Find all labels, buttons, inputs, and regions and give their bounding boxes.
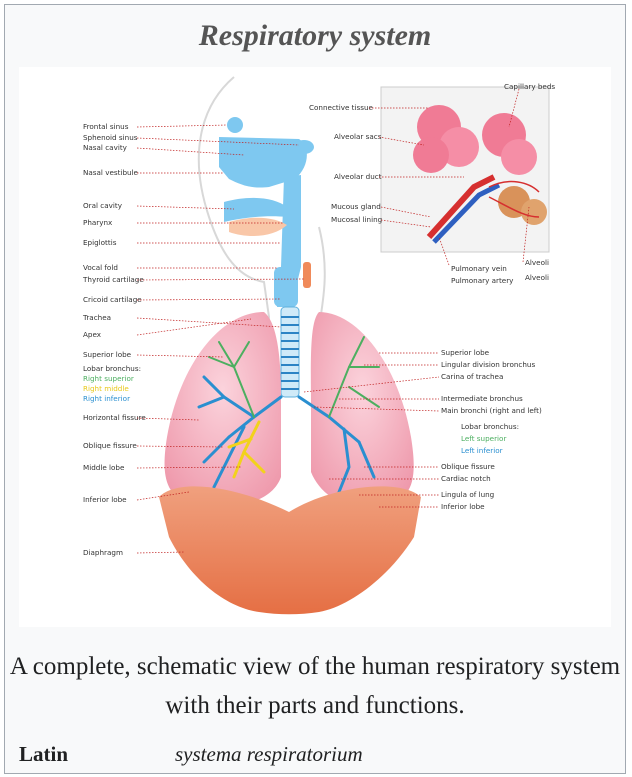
label-mucous-gland: Mucous gland: [331, 202, 381, 211]
label-inferior-lobe: Inferior lobe: [83, 495, 127, 504]
label-pulmonary-artery: Pulmonary artery: [451, 276, 514, 285]
sphenoid-sinus: [294, 140, 314, 154]
label-oblique-fissure-left: Oblique fissure: [441, 462, 495, 471]
diagram-svg: Frontal sinus Sphenoid sinus Nasal cavit…: [19, 67, 611, 627]
label-alveolar-duct: Alveolar duct: [334, 172, 382, 181]
right-label-group: Superior lobe Lingular division bronchus…: [441, 348, 542, 511]
label-inferior-lobe-left: Inferior lobe: [441, 502, 485, 511]
label-frontal-sinus: Frontal sinus: [83, 122, 129, 131]
label-superior-lobe: Superior lobe: [83, 350, 132, 359]
label-diaphragm: Diaphragm: [83, 548, 123, 557]
label-cardiac-notch: Cardiac notch: [441, 474, 491, 483]
figure-caption: A complete, schematic view of the human …: [5, 647, 625, 725]
label-right-superior: Right superior: [83, 374, 134, 383]
neck-outline: [319, 227, 325, 327]
label-alveoli-2: Alveoli: [525, 273, 549, 282]
label-trachea: Trachea: [82, 313, 111, 322]
label-superior-lobe-left: Superior lobe: [441, 348, 490, 357]
latin-row: Latin systema respiratorium: [19, 736, 619, 770]
tongue: [229, 218, 287, 236]
label-left-inferior: Left inferior: [461, 446, 503, 455]
infobox: Respiratory system: [4, 4, 626, 774]
label-lobar-bronchus-left: Lobar bronchus:: [461, 422, 519, 431]
label-lingular-division: Lingular division bronchus: [441, 360, 535, 369]
label-right-middle: Right middle: [83, 384, 129, 393]
label-left-superior: Left superior: [461, 434, 506, 443]
label-mucosal-lining: Mucosal lining: [331, 215, 382, 224]
label-right-inferior: Right inferior: [83, 394, 130, 403]
respiratory-diagram[interactable]: Frontal sinus Sphenoid sinus Nasal cavit…: [19, 67, 611, 627]
latin-value: systema respiratorium: [175, 742, 363, 767]
diaphragm: [159, 486, 421, 614]
label-middle-lobe: Middle lobe: [83, 463, 125, 472]
label-nasal-vestibule: Nasal vestibule: [83, 168, 139, 177]
label-lobar-bronchus: Lobar bronchus:: [83, 364, 141, 373]
label-carina: Carina of trachea: [441, 372, 503, 381]
label-pulmonary-vein: Pulmonary vein: [451, 264, 507, 273]
left-label-group: Frontal sinus Sphenoid sinus Nasal cavit…: [82, 122, 146, 557]
label-lingula: Lingula of lung: [441, 490, 494, 499]
infobox-title: Respiratory system: [5, 19, 625, 53]
trachea: [281, 307, 299, 397]
label-main-bronchi: Main bronchi (right and left): [441, 406, 542, 415]
label-pharynx: Pharynx: [83, 218, 113, 227]
label-apex: Apex: [83, 330, 102, 339]
label-horizontal-fissure: Horizontal fissure: [83, 413, 146, 422]
label-cricoid-cartilage: Cricoid cartilage: [83, 295, 142, 304]
label-oral-cavity: Oral cavity: [83, 201, 123, 210]
label-nasal-cavity: Nasal cavity: [83, 143, 128, 152]
label-vocal-fold: Vocal fold: [83, 263, 118, 272]
label-intermediate-bronchus: Intermediate bronchus: [441, 394, 523, 403]
thyroid-accent: [303, 262, 311, 288]
label-capillary-beds: Capillary beds: [504, 82, 555, 91]
label-epiglottis: Epiglottis: [83, 238, 117, 247]
label-oblique-fissure: Oblique fissure: [83, 441, 137, 450]
frontal-sinus: [227, 117, 243, 133]
alveoli-inset: [381, 87, 549, 252]
label-alveoli-1: Alveoli: [525, 258, 549, 267]
label-thyroid-cartilage: Thyroid cartilage: [82, 275, 144, 284]
label-connective-tissue: Connective tissue: [309, 103, 374, 112]
larynx-shape: [274, 267, 298, 307]
label-alveolar-sacs: Alveolar sacs: [334, 132, 382, 141]
latin-label: Latin: [19, 742, 68, 767]
label-sphenoid-sinus: Sphenoid sinus: [83, 133, 138, 142]
